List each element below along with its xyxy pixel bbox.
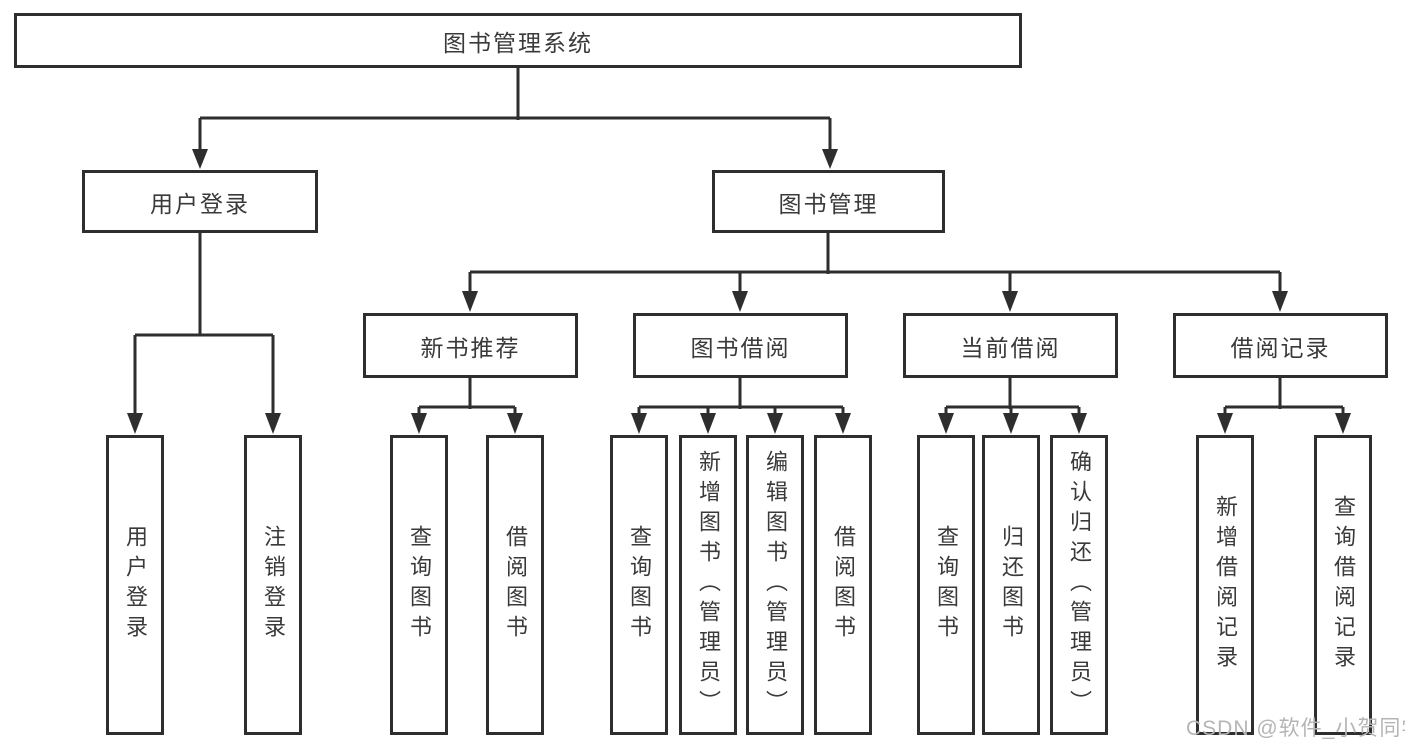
node-label: 当前借阅 xyxy=(960,334,1061,361)
node-label: 注销登录 xyxy=(261,525,286,645)
node-label: 新增借阅记录 xyxy=(1213,495,1238,675)
node-label: 编辑图书（管理员） xyxy=(763,450,788,720)
arrowheads xyxy=(127,149,1351,434)
node-leaf-edit-book-admin: 编辑图书（管理员） xyxy=(746,435,804,735)
node-leaf-query-books-recommend: 查询图书 xyxy=(390,435,448,735)
node-label: 用户登录 xyxy=(150,190,250,217)
node-leaf-borrow-books-recommend: 借阅图书 xyxy=(486,435,544,735)
node-label: 确认归还（管理员） xyxy=(1067,450,1092,720)
node-label: 查询图书 xyxy=(407,525,432,645)
node-current-borrow: 当前借阅 xyxy=(903,313,1118,378)
node-leaf-add-borrow-record: 新增借阅记录 xyxy=(1196,435,1254,735)
node-label: 借阅记录 xyxy=(1230,334,1331,361)
node-label: 查询图书 xyxy=(934,525,959,645)
node-leaf-query-books-borrow: 查询图书 xyxy=(610,435,668,735)
node-label: 查询图书 xyxy=(627,525,652,645)
node-leaf-user-login: 用户登录 xyxy=(106,435,164,735)
node-book-management: 图书管理 xyxy=(712,170,945,233)
node-leaf-borrow-books: 借阅图书 xyxy=(814,435,872,735)
node-label: 借阅图书 xyxy=(831,525,856,645)
node-label: 用户登录 xyxy=(123,525,148,645)
node-leaf-add-book-admin: 新增图书（管理员） xyxy=(679,435,737,735)
node-borrow-records: 借阅记录 xyxy=(1173,313,1388,378)
node-book-borrow: 图书借阅 xyxy=(633,313,848,378)
node-library-system: 图书管理系统 xyxy=(14,13,1022,68)
node-leaf-logout: 注销登录 xyxy=(244,435,302,735)
node-leaf-return-book: 归还图书 xyxy=(982,435,1040,735)
node-label: 图书管理 xyxy=(778,190,879,217)
node-label: 查询借阅记录 xyxy=(1331,495,1356,675)
node-leaf-query-books-current: 查询图书 xyxy=(917,435,975,735)
node-label: 图书管理系统 xyxy=(443,29,593,56)
node-user-login-branch: 用户登录 xyxy=(82,170,318,233)
node-leaf-query-borrow-record: 查询借阅记录 xyxy=(1314,435,1372,735)
node-label: 图书借阅 xyxy=(690,334,791,361)
node-label: 新增图书（管理员） xyxy=(696,450,721,720)
node-label: 新书推荐 xyxy=(420,334,521,361)
csdn-watermark: CSDN @软件_小贺同学 xyxy=(1186,717,1405,740)
node-label: 归还图书 xyxy=(999,525,1024,645)
node-label: 借阅图书 xyxy=(503,525,528,645)
node-new-book-recommend: 新书推荐 xyxy=(363,313,578,378)
node-leaf-confirm-return-admin: 确认归还（管理员） xyxy=(1050,435,1108,735)
